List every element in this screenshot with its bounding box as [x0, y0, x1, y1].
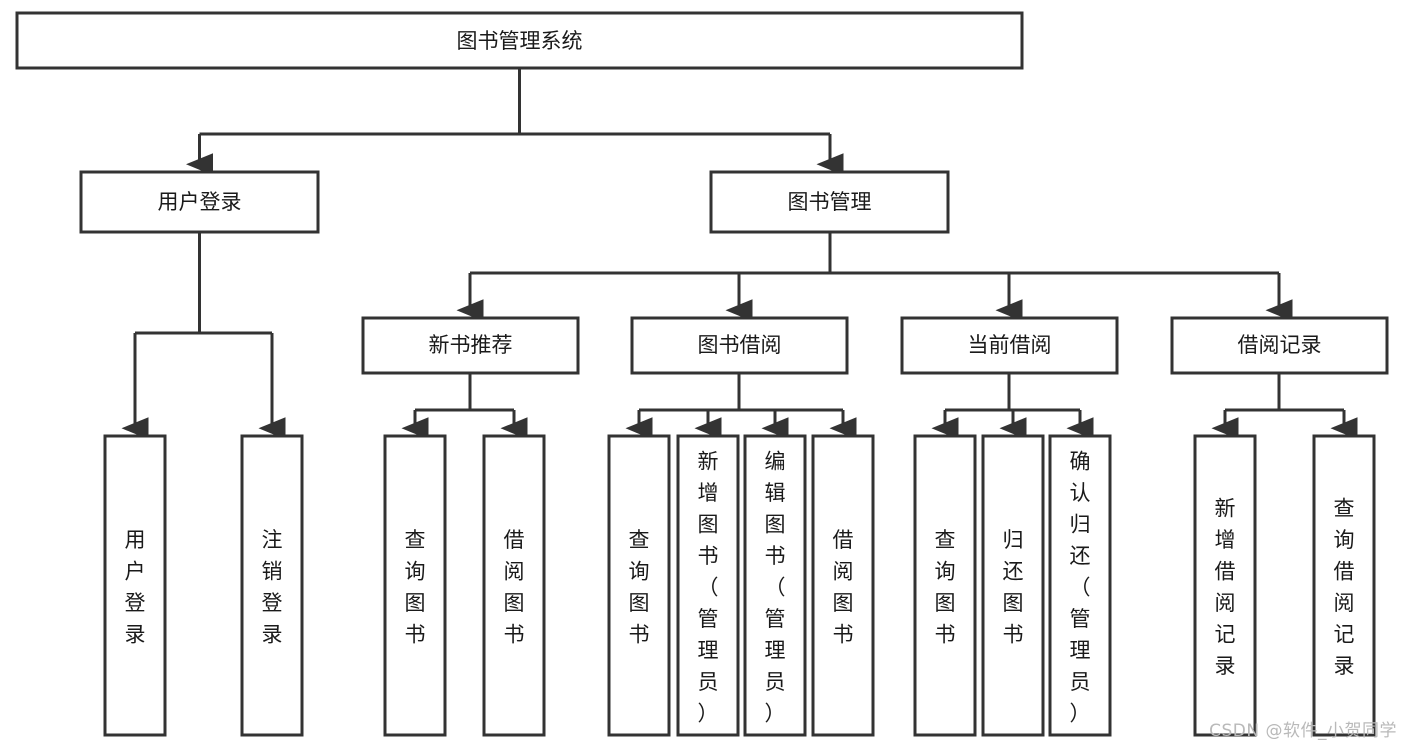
- leaf-current-confirm-return-box: [1048, 434, 1112, 737]
- leaf-current-return-book[interactable]: 归还图书: [981, 434, 1045, 737]
- leaf-current-return-book-box: [981, 434, 1045, 737]
- csdn-watermark: CSDN @软件_小贺同学: [1209, 721, 1397, 741]
- leaf-borrow-borrow-book-box: [811, 434, 875, 737]
- node-current-borrow[interactable]: 当前借阅: [900, 316, 1119, 375]
- leaf-recommend-query-book-label: 查询图书: [405, 528, 426, 647]
- node-borrow-record-label: 借阅记录: [1238, 333, 1322, 357]
- leaf-logout[interactable]: 注销登录: [240, 434, 304, 737]
- leaf-current-confirm-return[interactable]: 确认归还（管理员）: [1048, 434, 1112, 737]
- node-root-box: [15, 11, 1024, 70]
- leaf-logout-label: 注销登录: [262, 528, 283, 647]
- leaf-borrow-borrow-book-label: 借阅图书: [833, 528, 854, 647]
- leaf-current-query-book-box: [913, 434, 977, 737]
- leaf-record-query-label: 查询借阅记录: [1334, 497, 1355, 679]
- leaf-record-query[interactable]: 查询借阅记录: [1312, 434, 1376, 737]
- leaf-recommend-borrow-book-label: 借阅图书: [504, 528, 525, 647]
- leaf-current-confirm-return-label: 确认归还（管理员）: [1070, 449, 1091, 725]
- leaf-user-login-label: 用户登录: [125, 528, 146, 647]
- node-book-management-box: [709, 170, 950, 234]
- node-user-login-box: [79, 170, 320, 234]
- leaf-borrow-add-book[interactable]: 新增图书（管理员）: [676, 434, 740, 737]
- node-borrow-record[interactable]: 借阅记录: [1170, 316, 1389, 375]
- leaf-recommend-borrow-book[interactable]: 借阅图书: [482, 434, 546, 737]
- connector-layer: [121, 68, 1358, 440]
- leaf-borrow-borrow-book[interactable]: 借阅图书: [811, 434, 875, 737]
- leaf-user-login-box: [103, 434, 167, 737]
- leaf-borrow-query-book-label: 查询图书: [629, 528, 650, 647]
- leaf-record-query-box: [1312, 434, 1376, 737]
- node-new-book-recommend-label: 新书推荐: [429, 333, 513, 357]
- node-user-login[interactable]: 用户登录: [79, 170, 320, 234]
- leaf-borrow-query-book-box: [607, 434, 671, 737]
- node-borrow-record-box: [1170, 316, 1389, 375]
- node-book-management[interactable]: 图书管理: [709, 170, 950, 234]
- node-root-label: 图书管理系统: [457, 29, 583, 53]
- leaf-borrow-add-book-label: 新增图书（管理员）: [698, 449, 719, 725]
- leaf-record-add[interactable]: 新增借阅记录: [1193, 434, 1257, 737]
- leaf-borrow-query-book[interactable]: 查询图书: [607, 434, 671, 737]
- leaf-borrow-edit-book-box: [743, 434, 807, 737]
- leaf-logout-box: [240, 434, 304, 737]
- leaf-borrow-edit-book[interactable]: 编辑图书（管理员）: [743, 434, 807, 737]
- leaf-user-login[interactable]: 用户登录: [103, 434, 167, 737]
- node-current-borrow-box: [900, 316, 1119, 375]
- node-book-borrow[interactable]: 图书借阅: [630, 316, 849, 375]
- leaf-borrow-add-book-box: [676, 434, 740, 737]
- leaf-current-query-book[interactable]: 查询图书: [913, 434, 977, 737]
- node-root[interactable]: 图书管理系统: [15, 11, 1024, 70]
- node-book-borrow-box: [630, 316, 849, 375]
- node-new-book-recommend[interactable]: 新书推荐: [361, 316, 580, 375]
- node-book-management-label: 图书管理: [788, 190, 872, 214]
- node-current-borrow-label: 当前借阅: [968, 333, 1052, 357]
- leaf-recommend-borrow-book-box: [482, 434, 546, 737]
- leaf-recommend-query-book[interactable]: 查询图书: [383, 434, 447, 737]
- leaf-record-add-box: [1193, 434, 1257, 737]
- leaf-recommend-query-book-box: [383, 434, 447, 737]
- node-book-borrow-label: 图书借阅: [698, 333, 782, 357]
- leaf-current-return-book-label: 归还图书: [1003, 528, 1024, 647]
- leaf-record-add-label: 新增借阅记录: [1215, 497, 1236, 679]
- leaf-borrow-edit-book-label: 编辑图书（管理员）: [765, 449, 786, 725]
- leaf-current-query-book-label: 查询图书: [935, 528, 956, 647]
- node-user-login-label: 用户登录: [158, 190, 242, 214]
- node-new-book-recommend-box: [361, 316, 580, 375]
